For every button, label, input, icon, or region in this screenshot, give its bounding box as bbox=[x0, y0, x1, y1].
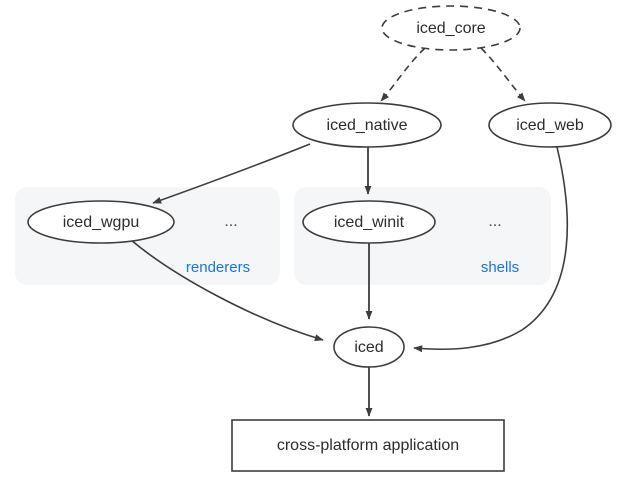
node-iced_wgpu-ellipse[interactable] bbox=[27, 200, 175, 244]
cluster-renderers-label: renderers bbox=[186, 259, 250, 276]
node-iced[interactable]: iced bbox=[333, 326, 405, 368]
cluster-shells-ellipsis: ... bbox=[488, 213, 501, 230]
node-iced_core[interactable]: iced_core bbox=[381, 5, 521, 51]
node-iced_web[interactable]: iced_web bbox=[488, 102, 612, 148]
node-iced_winit[interactable]: iced_winit bbox=[302, 200, 436, 244]
node-cross-platform-application[interactable]: cross-platform application bbox=[231, 419, 505, 472]
node-application-label: cross-platform application bbox=[277, 437, 459, 454]
edge-iced_web-to-iced bbox=[413, 146, 569, 353]
node-iced-ellipse[interactable] bbox=[333, 326, 405, 368]
edge-iced_core-to-iced_web bbox=[480, 47, 526, 102]
edge-iced_wgpu-to-iced bbox=[130, 239, 324, 342]
cluster-renderers-ellipsis: ... bbox=[224, 213, 237, 230]
edge-layer bbox=[130, 47, 569, 417]
node-application-rect[interactable] bbox=[231, 419, 505, 472]
node-iced_web-ellipse[interactable] bbox=[488, 102, 612, 148]
node-iced_core-ellipse[interactable] bbox=[381, 5, 521, 51]
node-iced_native[interactable]: iced_native bbox=[292, 102, 442, 148]
cluster-shells-label: shells bbox=[481, 259, 519, 276]
node-iced_wgpu[interactable]: iced_wgpu bbox=[27, 200, 175, 244]
edge-iced_native-to-iced_wgpu bbox=[152, 143, 311, 204]
node-iced_winit-ellipse[interactable] bbox=[302, 200, 436, 244]
edge-iced_core-to-iced_native bbox=[380, 47, 426, 102]
node-iced_native-ellipse[interactable] bbox=[292, 102, 442, 148]
